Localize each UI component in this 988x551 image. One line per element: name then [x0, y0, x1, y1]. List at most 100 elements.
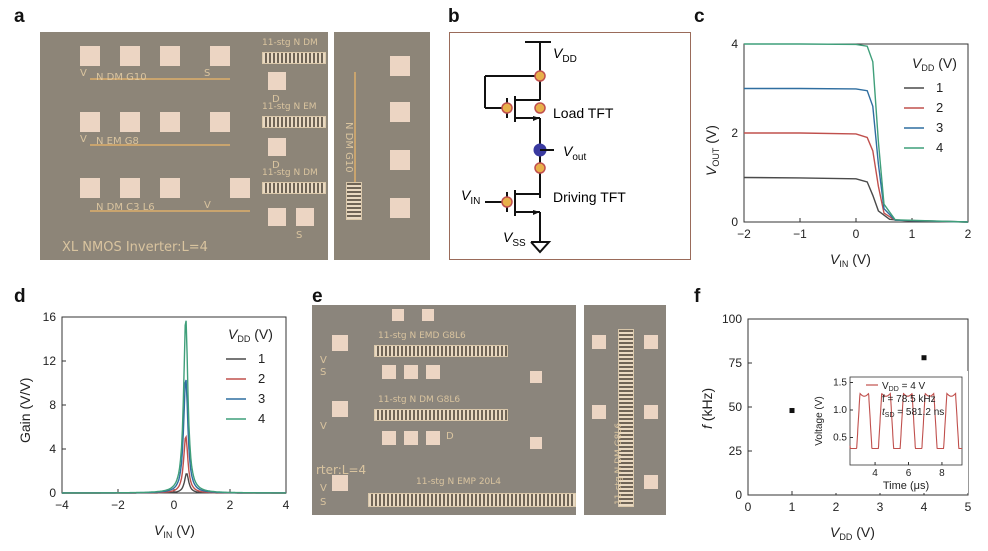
micro-e-pad-letter: V — [320, 483, 327, 494]
x-tick-label: 3 — [877, 500, 884, 514]
legend-label-1: 1 — [936, 80, 943, 95]
micro-a-label: N EM G8 — [96, 136, 139, 147]
inset-y-tick-label: 1.0 — [833, 405, 847, 416]
y-tick-label: 4 — [731, 37, 738, 51]
panel-label-c: c — [694, 6, 705, 27]
panel-label-e: e — [312, 286, 323, 307]
micro-a-pad-letter: V — [204, 200, 211, 211]
y-tick-label: 100 — [722, 312, 742, 326]
inset-y-tick-label: 1.5 — [833, 378, 847, 389]
series-line-1 — [743, 176, 969, 223]
micro-a-caption: XL NMOS Inverter:L=4 — [62, 240, 208, 255]
y-axis-label: f (kHz) — [699, 388, 715, 429]
micro-a-pad-letter: S — [296, 230, 303, 241]
series-line-4 — [744, 43, 969, 223]
legend-label-4: 4 — [936, 140, 943, 155]
y-tick-label: 0 — [731, 215, 738, 229]
y-tick-label: 12 — [43, 354, 57, 368]
series-line-3 — [744, 87, 969, 223]
micro-e-pad-letter: V — [320, 355, 327, 366]
panel-label-f: f — [694, 286, 701, 307]
y-tick-label: 4 — [49, 442, 56, 456]
inverter-schematic: VDD Load TFT Vout VIN Driving TFT VSS — [449, 32, 691, 260]
micrograph-a-side: N DM G10 — [334, 32, 430, 260]
inset-x-tick-label: 4 — [872, 468, 878, 479]
y-tick-label: 0 — [735, 488, 742, 502]
legend-label-3: 3 — [258, 391, 265, 406]
inset-y-tick-label: 0.5 — [833, 433, 847, 444]
x-tick-label: −1 — [793, 227, 807, 241]
micro-e-label: 11-stg N DM G8L6 — [378, 395, 461, 405]
micro-a-pad-letter: V — [80, 134, 87, 145]
panel-label-b: b — [448, 6, 460, 27]
micro-e-pad-letter: S — [320, 367, 327, 378]
micro-a-label: N DM C3 L6 — [96, 202, 155, 213]
x-tick-label: 2 — [227, 498, 234, 512]
inset-x-axis-label: Time (μs) — [883, 480, 929, 492]
micro-e-side-label: 11-stg N DM G8L6 — [614, 422, 624, 505]
y-tick-label: 25 — [729, 444, 743, 458]
driving-tft-label: Driving TFT — [553, 189, 626, 205]
x-tick-label: 5 — [965, 500, 972, 514]
x-tick-label: −2 — [111, 498, 125, 512]
inset-legend-label: VDD = 4 V — [882, 381, 926, 393]
legend-label-2: 2 — [258, 371, 265, 386]
load-tft-label: Load TFT — [553, 105, 614, 121]
panel-label-d: d — [14, 286, 26, 307]
inset-waveform — [849, 392, 962, 450]
micro-e-pad-letter: S — [320, 497, 327, 508]
x-tick-label: −2 — [737, 227, 751, 241]
legend-label-3: 3 — [936, 120, 943, 135]
x-tick-label: 4 — [283, 498, 290, 512]
series-line-2 — [744, 132, 969, 223]
inset-tsd-label: tSD = 581.2 ns — [882, 407, 944, 419]
x-axis-label: VIN (V) — [154, 522, 195, 540]
y-tick-label: 75 — [729, 356, 743, 370]
series-line-3 — [62, 379, 286, 494]
y-axis-label: VOUT (V) — [703, 125, 721, 176]
micro-a-label: N DM G10 — [96, 72, 147, 83]
x-tick-label: 0 — [853, 227, 860, 241]
legend-label-1: 1 — [258, 351, 265, 366]
y-tick-label: 16 — [43, 310, 57, 324]
y-tick-label: 0 — [49, 486, 56, 500]
micrograph-a-main: V S D V D V S N DM G10 N EM G8 N DM C3 L… — [40, 32, 328, 260]
micro-e-label: 11-stg N EMD G8L6 — [378, 331, 466, 341]
node-dot — [534, 70, 546, 82]
micro-a-pad-letter: D — [272, 160, 280, 171]
inset-background — [820, 371, 968, 493]
legend-title: VDD (V) — [912, 55, 957, 73]
micro-e-pad-letter: V — [320, 421, 327, 432]
x-tick-label: 0 — [171, 498, 178, 512]
micro-e-pad-letter: D — [446, 431, 454, 442]
y-tick-label: 50 — [729, 400, 743, 414]
micro-e-label: rter:L=4 — [316, 463, 367, 477]
data-point-1 — [789, 408, 795, 414]
micro-a-pad-letter: S — [204, 68, 211, 79]
inset-x-tick-label: 6 — [906, 468, 912, 479]
x-tick-label: 2 — [833, 500, 840, 514]
x-axis-label: VIN (V) — [830, 251, 871, 269]
micro-a-label: 11-stg N DM — [262, 168, 318, 178]
driving-arrow-icon — [533, 210, 540, 215]
series-line-4 — [62, 320, 286, 494]
y-tick-label: 8 — [49, 398, 56, 412]
node-dot — [534, 162, 546, 174]
y-tick-label: 2 — [731, 126, 738, 140]
micrograph-e-main: 11-stg N EMD G8L6 11-stg N DM G8L6 rter:… — [312, 305, 576, 515]
plot-frame — [61, 316, 287, 494]
legend-label-2: 2 — [936, 100, 943, 115]
panel-label-a: a — [14, 6, 25, 27]
x-tick-label: 4 — [921, 500, 928, 514]
vdd-label: VDD — [553, 45, 577, 65]
inset-x-tick-label: 8 — [939, 468, 945, 479]
micro-a-label: 11-stg N DM — [262, 38, 318, 48]
y-axis-label: Gain (V/V) — [17, 378, 33, 443]
x-tick-label: 1 — [789, 500, 796, 514]
micro-a-pad-letter: V — [80, 68, 87, 79]
x-tick-label: 0 — [745, 500, 752, 514]
legend-title: VDD (V) — [228, 326, 273, 344]
